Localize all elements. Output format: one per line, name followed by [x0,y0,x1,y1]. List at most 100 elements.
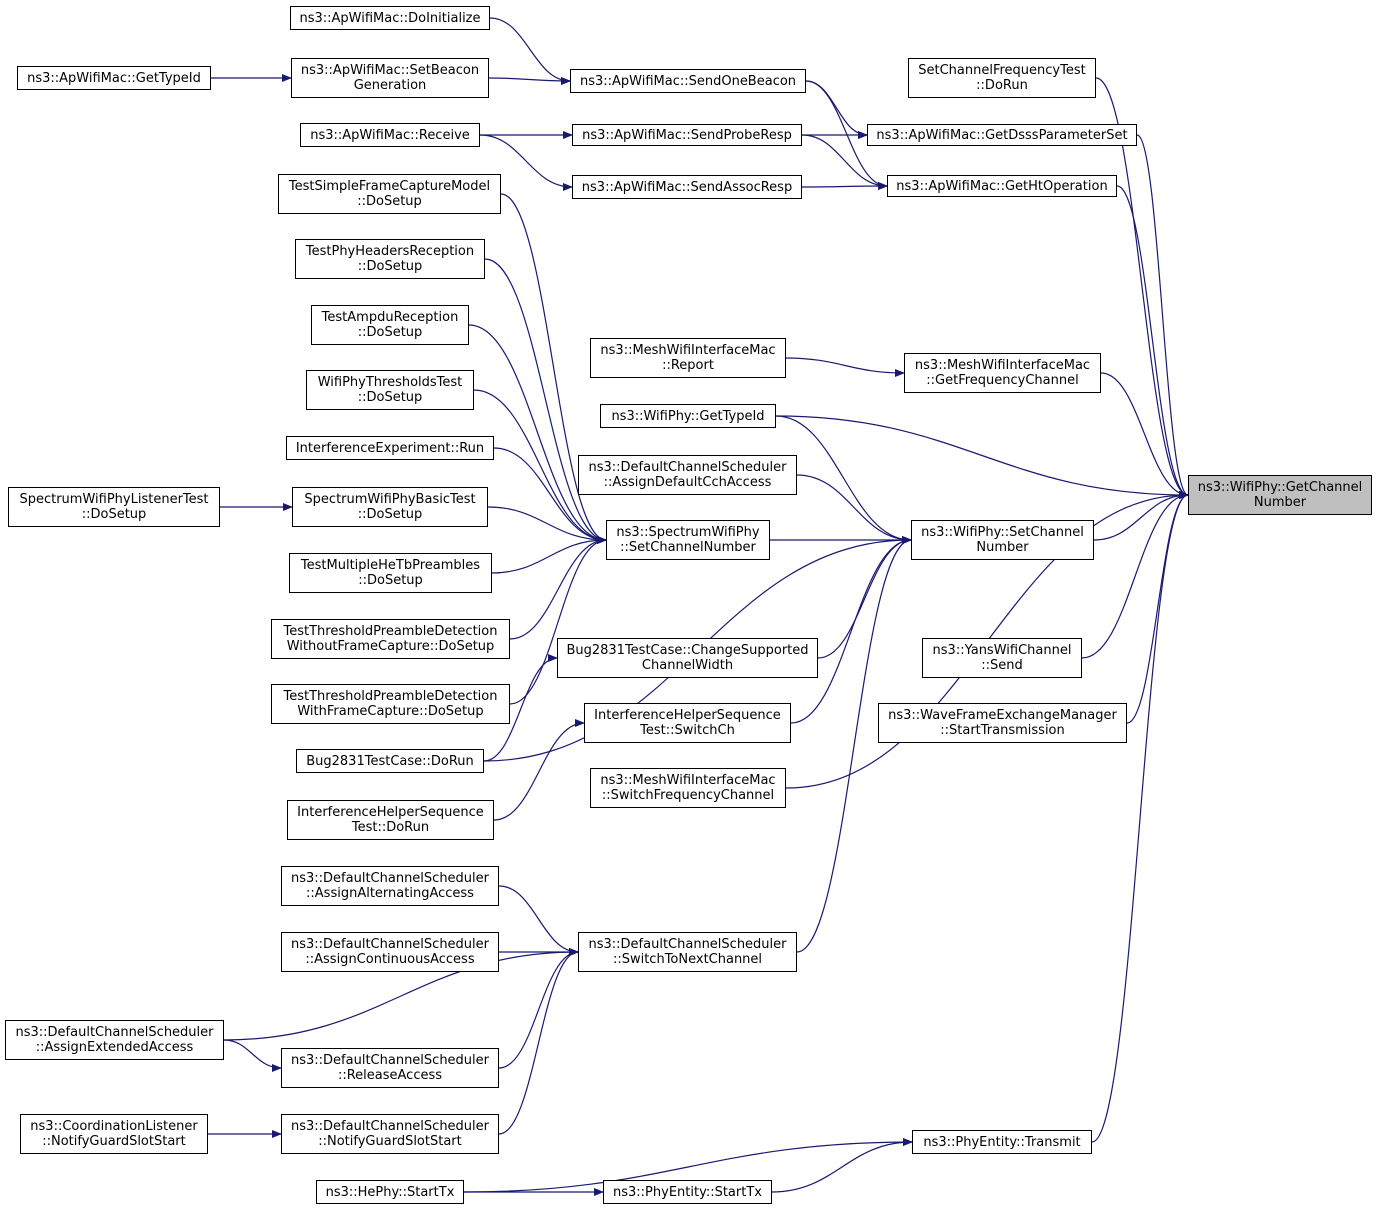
graph-node-label: TestSimpleFrameCaptureModel [288,179,491,194]
call-edge-ihs_switch_ch-to-set_channel_number [790,536,912,724]
graph-node-label: ::AssignContinuousAccess [305,952,475,967]
call-edge-send_one_beacon-to-get_ht [805,80,888,190]
graph-node-assign-alternating[interactable]: ns3::DefaultChannelScheduler::AssignAlte… [281,866,499,906]
graph-node-mesh-get-freq[interactable]: ns3::MeshWifiInterfaceMac::GetFrequencyC… [904,353,1101,393]
call-edge-set_beacon_gen-to-send_one_beacon [488,76,571,85]
graph-node-notify-guard-coord[interactable]: ns3::CoordinationListener::NotifyGuardSl… [20,1114,208,1154]
call-edge-ihs_dorun-to-ihs_switch_ch [493,719,585,821]
graph-node-label: Test::DoRun [351,820,430,835]
graph-node-mesh-report[interactable]: ns3::MeshWifiInterfaceMac::Report [590,338,786,378]
graph-node-label: SpectrumWifiPhyBasicTest [304,492,476,507]
graph-node-label: ns3::DefaultChannelScheduler [291,871,489,886]
graph-node-switch-to-next[interactable]: ns3::DefaultChannelScheduler::SwitchToNe… [578,932,797,972]
graph-node-label: ns3::WaveFrameExchangeManager [888,708,1117,723]
graph-node-spectrum-listener[interactable]: SpectrumWifiPhyListenerTest::DoSetup [8,487,220,527]
graph-node-mesh-switch-freq[interactable]: ns3::MeshWifiInterfaceMac::SwitchFrequen… [590,768,786,808]
call-edge-interference_run-to-spectrum_set_channel [493,447,607,544]
graph-node-notify-guard-sched[interactable]: ns3::DefaultChannelScheduler::NotifyGuar… [281,1114,499,1154]
graph-node-release-access[interactable]: ns3::DefaultChannelScheduler::ReleaseAcc… [281,1048,499,1088]
graph-node-assign-extended[interactable]: ns3::DefaultChannelScheduler::AssignExte… [5,1020,224,1060]
graph-node-label: ns3::ApWifiMac::Receive [310,127,470,143]
graph-node-test-ampdu[interactable]: TestAmpduReception::DoSetup [311,305,469,345]
call-edge-spectrum_basic-to-spectrum_set_channel [487,506,607,544]
graph-node-label: ns3::ApWifiMac::SendProbeResp [582,127,792,143]
call-edge-release_access-to-switch_to_next [498,948,579,1069]
graph-node-yans-send[interactable]: ns3::YansWifiChannel::Send [922,638,1082,678]
graph-node-assign-default-cch[interactable]: ns3::DefaultChannelScheduler::AssignDefa… [578,455,797,495]
call-edge-get_dsss-to-target [1136,134,1189,499]
graph-node-ap-receive[interactable]: ns3::ApWifiMac::Receive [300,123,480,147]
graph-node-spectrum-basic[interactable]: SpectrumWifiPhyBasicTest::DoSetup [292,487,488,527]
call-edge-hephy_starttx-to-phy_transmit [463,1138,913,1193]
call-edge-threshold_with-to-spectrum_set_channel [509,536,607,705]
graph-node-label: ::GetFrequencyChannel [926,373,1079,388]
graph-node-label: SpectrumWifiPhyListenerTest [19,492,209,507]
call-edge-do_initialize-to-send_one_beacon [489,17,571,85]
graph-node-label: ns3::CoordinationListener [30,1119,198,1134]
graph-node-test-phy-headers[interactable]: TestPhyHeadersReception::DoSetup [295,239,485,279]
graph-node-wifi-thresholds[interactable]: WifiPhyThresholdsTest::DoSetup [306,370,474,410]
call-edge-send_one_beacon-to-get_dsss [805,80,868,139]
graph-node-test-multiple-he[interactable]: TestMultipleHeTbPreambles::DoSetup [289,553,492,593]
graph-node-label: ::SwitchToNextChannel [612,952,763,967]
graph-node-set-channel-freq-test[interactable]: SetChannelFrequencyTest::DoRun [908,58,1096,98]
graph-node-label: ::AssignExtendedAccess [35,1040,194,1055]
graph-node-label: ::DoRun [976,78,1028,93]
graph-node-do-initialize[interactable]: ns3::ApWifiMac::DoInitialize [290,6,490,30]
graph-node-phyentity-starttx[interactable]: ns3::PhyEntity::StartTx [603,1180,772,1204]
graph-node-label: ::SwitchFrequencyChannel [601,788,775,803]
graph-node-label: ::DoSetup [358,573,423,588]
graph-node-label: ns3::MeshWifiInterfaceMac [914,358,1091,373]
graph-node-label: WithoutFrameCapture::DoSetup [286,639,495,654]
graph-node-label: InterferenceHelperSequence [594,708,781,723]
graph-node-label: ns3::DefaultChannelScheduler [291,937,489,952]
graph-node-test-simple-frame[interactable]: TestSimpleFrameCaptureModel::DoSetup [278,174,501,214]
graph-node-send-assoc[interactable]: ns3::ApWifiMac::SendAssocResp [572,175,802,199]
call-edge-assign_default_cch-to-set_channel_number [796,474,912,544]
graph-node-label: InterferenceHelperSequence [297,805,484,820]
graph-node-label: ::DoSetup [357,325,423,340]
call-edge-notify_guard_sched-to-switch_to_next [498,948,579,1135]
graph-node-wave-start[interactable]: ns3::WaveFrameExchangeManager::StartTran… [878,703,1127,743]
graph-node-ap-typeid[interactable]: ns3::ApWifiMac::GetTypeId [17,66,211,90]
graph-node-label: TestAmpduReception [321,310,459,325]
graph-node-wifiphy-typeid[interactable]: ns3::WifiPhy::GetTypeId [600,404,776,428]
graph-node-assign-continuous[interactable]: ns3::DefaultChannelScheduler::AssignCont… [281,932,499,972]
call-edge-threshold_without-to-spectrum_set_channel [509,536,607,640]
graph-node-label: ns3::WifiPhy::SetChannel [921,525,1084,540]
graph-node-label: ns3::ApWifiMac::SetBeacon [300,63,480,78]
graph-node-label: SetChannelFrequencyTest [918,63,1086,78]
graph-node-get-ht[interactable]: ns3::ApWifiMac::GetHtOperation [887,175,1117,197]
graph-node-spectrum-set-channel[interactable]: ns3::SpectrumWifiPhy::SetChannelNumber [606,520,770,560]
graph-node-label: ns3::YansWifiChannel [932,643,1072,658]
graph-node-interference-run[interactable]: InterferenceExperiment::Run [286,436,494,460]
graph-node-send-probe[interactable]: ns3::ApWifiMac::SendProbeResp [572,124,802,146]
call-edge-assign_alternating-to-switch_to_next [498,885,579,956]
graph-node-label: TestPhyHeadersReception [305,244,475,259]
graph-node-send-one-beacon[interactable]: ns3::ApWifiMac::SendOneBeacon [570,69,806,93]
graph-node-label: ::Send [981,658,1023,673]
graph-node-label: ::DoSetup [357,390,423,405]
graph-node-label: Test::SwitchCh [640,723,735,738]
graph-node-label: ns3::DefaultChannelScheduler [291,1119,489,1134]
graph-node-label: ns3::ApWifiMac::GetHtOperation [896,178,1108,194]
graph-node-get-dsss[interactable]: ns3::ApWifiMac::GetDsssParameterSet [867,124,1137,146]
graph-node-label: ns3::MeshWifiInterfaceMac [600,343,776,358]
graph-node-label: ::DoSetup [357,507,423,522]
graph-node-hephy-starttx[interactable]: ns3::HePhy::StartTx [316,1180,464,1204]
call-edge-test_simple_frame-to-spectrum_set_channel [500,193,607,544]
graph-node-label: ::NotifyGuardSlotStart [42,1134,186,1149]
graph-node-label: ns3::ApWifiMac::SendAssocResp [581,179,793,195]
graph-node-label: TestThresholdPreambleDetection [283,624,498,639]
graph-node-bug2831-dorun[interactable]: Bug2831TestCase::DoRun [296,749,484,773]
graph-node-phy-transmit[interactable]: ns3::PhyEntity::Transmit [912,1130,1092,1154]
graph-node-label: Bug2831TestCase::ChangeSupported [566,643,809,658]
